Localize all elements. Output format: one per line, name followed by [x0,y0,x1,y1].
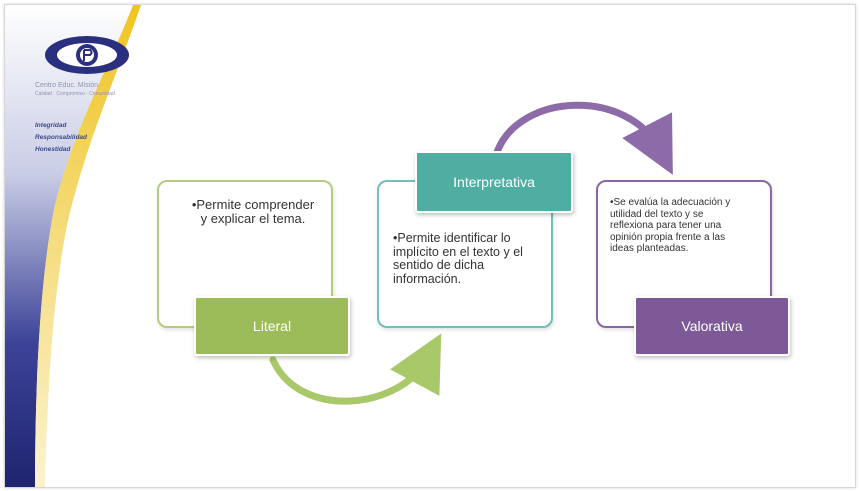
valorativa-label: Valorativa [634,296,790,356]
value-item: Responsabilidad [35,134,88,141]
literal-description: •Permite comprender y explicar el tema. [191,197,315,226]
interpretativa-description: •Permite identificar lo implícito en el … [393,231,523,286]
side-decoration [5,5,141,487]
interpretativa-label: Interpretativa [415,151,573,213]
literal-label: Literal [194,296,350,356]
value-item: Integridad [35,122,67,129]
org-name: Centro Educ. Misión Calidad · Compromiso… [35,81,145,99]
org-name-subtitle: Calidad · Compromiso · Comunidad [35,91,115,97]
value-item: Honestidad [35,146,71,153]
valorativa-description: •Se evalúa la adecuación y utilidad del … [610,197,731,254]
logo-icon [45,36,129,74]
org-name-title: Centro Educ. Misión [35,82,99,89]
